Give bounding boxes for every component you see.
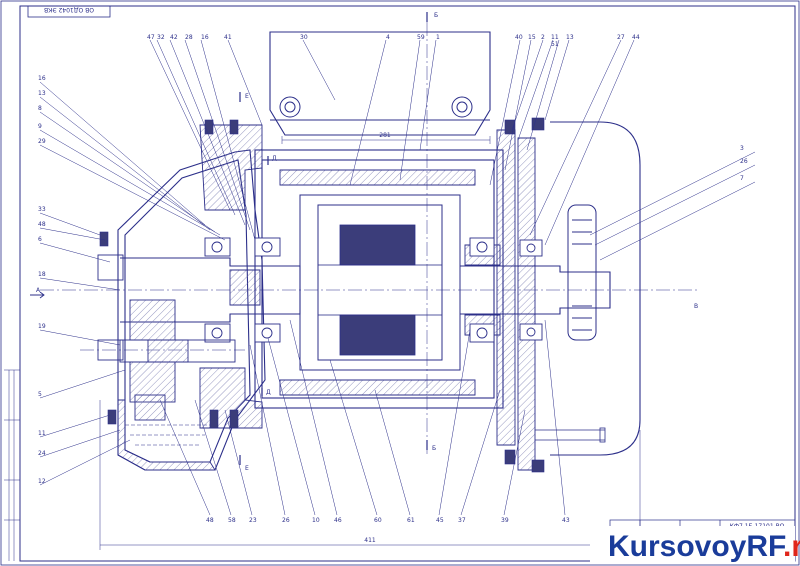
bearings [204,237,543,343]
leader-label: 5 [38,391,42,398]
leader-label: 1 [436,34,440,41]
leader-label: 30 [300,34,308,41]
leader-label: 43 [562,517,570,524]
leader-label: 44 [632,34,640,41]
leader-label: 2 [541,34,545,41]
leader-label: 23 [249,517,257,524]
leader-label: 26 [740,158,748,165]
leader-label: 41 [224,34,232,41]
leader-label: 9 [38,123,42,130]
leader-label: 19 [38,323,46,330]
leader-label: 48 [206,517,214,524]
leader-label: 46 [334,517,342,524]
leader-label: 39 [501,517,509,524]
leader-label: 28 [185,34,193,41]
watermark-part2: .ru [783,530,800,563]
section-label-a: A [36,287,41,294]
leader-labels-bottom: 48 58 23 26 10 46 60 61 45 37 39 43 [206,517,570,524]
leader-label: 60 [374,517,382,524]
bolts [99,117,545,473]
dim-top: 281 [379,132,391,139]
leader-label: 13 [38,90,46,97]
leader-label: 27 [617,34,625,41]
gear-train [97,254,236,421]
leader-label: 12 [38,478,46,485]
leader-labels-left: 16 13 8 9 29 33 48 6 18 19 5 11 24 12 [38,75,46,485]
leader-label: 37 [458,517,466,524]
leader-labels-right: 3 26 7 [740,145,748,182]
leader-label: 51 [551,41,559,48]
leader-label: 29 [38,138,46,145]
leader-label: 6 [38,236,42,243]
leader-label: 16 [38,75,46,82]
svg-text:KursovoyRF.ru: KursovoyRF.ru [608,530,800,563]
leader-label: 40 [515,34,523,41]
leader-label: 18 [38,271,46,278]
section-label-d-bottom: Д [266,389,271,396]
leader-label: 7 [740,175,744,182]
leader-label: 4 [386,34,390,41]
leader-label: 13 [566,34,574,41]
section-label-d-top: Д [272,155,277,162]
cooling-fan [567,204,597,341]
watermark-part1: KursovoyRF [608,530,786,563]
leader-label: 58 [228,517,236,524]
leader-labels-top: 47 32 42 28 16 41 30 4 59 1 40 15 2 11 5… [147,34,640,48]
leader-label: 59 [417,34,425,41]
main-shaft [120,257,611,323]
leader-label: 15 [528,34,536,41]
leader-label: 10 [312,517,320,524]
leader-label: 24 [38,450,46,457]
leader-label: 26 [282,517,290,524]
top-left-stamp: ОВ ОД1042 ЭКВ [27,5,111,18]
leader-label: 48 [38,221,46,228]
guard-bracket [535,427,606,443]
view-a-arrow [30,291,45,299]
left-margin-strip [4,369,20,561]
lifting-eyes [279,96,473,118]
section-label-b-bottom: Б [432,445,436,452]
fan-guard [550,121,641,456]
dimension-lines [99,136,641,550]
leader-label: 11 [38,430,46,437]
motor-frame [254,31,504,409]
leader-label: 11 [551,34,559,41]
leader-lines [39,39,756,516]
leader-label: 8 [38,105,42,112]
section-label-b-top: Б [434,12,438,19]
leader-label: 42 [170,34,178,41]
leader-label: 45 [436,517,444,524]
stamp-code: ОВ ОД1042 ЭКВ [44,6,94,13]
rotor-windings [317,224,443,356]
dim-bottom: 411 [364,537,376,544]
section-marks [239,12,428,465]
leader-label: 16 [201,34,209,41]
view-label-v: В [694,303,698,310]
leader-label: 47 [147,34,155,41]
leader-label: 3 [740,145,744,152]
leader-label: 32 [157,34,165,41]
section-label-e-top: Е [245,93,249,100]
leader-label: 33 [38,206,46,213]
sheet-inner-frame [19,5,796,562]
leader-label: 61 [407,517,415,524]
oil-level [125,424,210,446]
watermark-logo: KursovoyRF.ru [590,526,800,564]
section-label-e-bottom: Е [245,465,249,472]
